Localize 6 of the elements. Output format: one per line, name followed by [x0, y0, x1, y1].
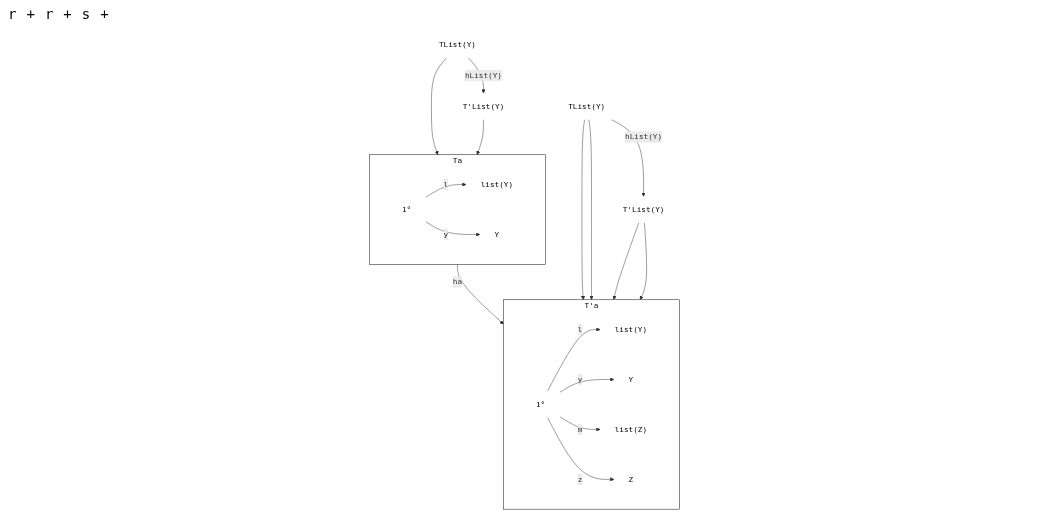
math-symbol: r: [44, 6, 54, 22]
math-symbol: +: [63, 6, 72, 22]
math-symbol: s: [81, 6, 91, 22]
math-symbol: r: [8, 6, 17, 22]
math-symbol: +: [26, 6, 35, 22]
math-symbol: +: [100, 6, 109, 22]
